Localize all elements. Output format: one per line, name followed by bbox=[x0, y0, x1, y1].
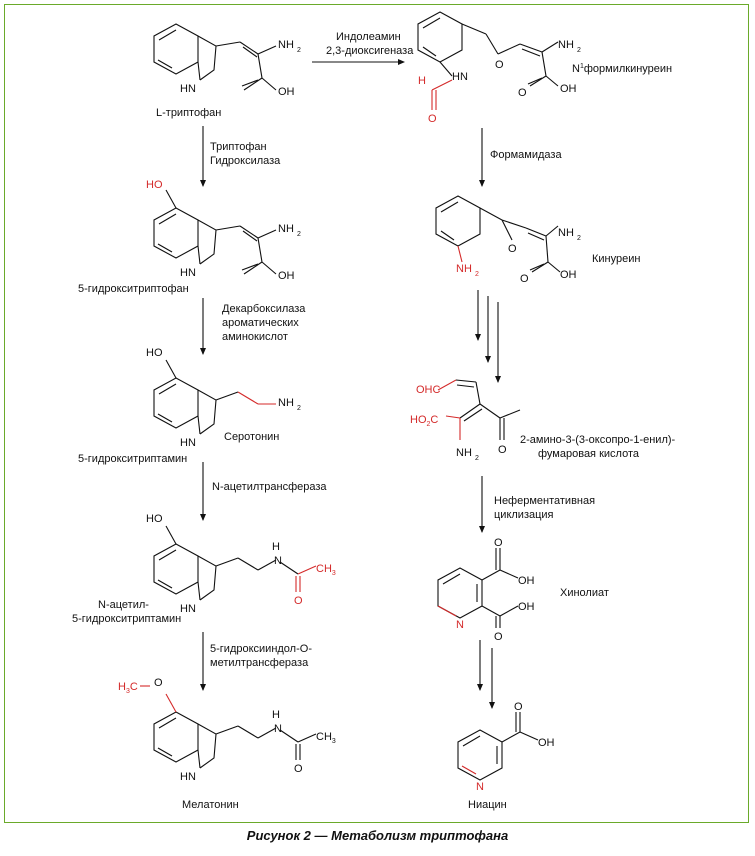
atom-label: O bbox=[518, 87, 527, 99]
enzyme-aadc-line2: ароматических bbox=[222, 317, 299, 329]
atom-label: HN bbox=[452, 71, 468, 83]
atom-label: 2 bbox=[297, 47, 301, 54]
compound-serotonin: Серотонин bbox=[224, 431, 279, 443]
quinolinate-structure bbox=[437, 548, 519, 628]
enzyme-aadc-line1: Декарбоксилаза bbox=[222, 303, 306, 315]
enzyme-hiomt-line1: 5-гидроксииндол-О- bbox=[210, 643, 312, 655]
enzyme-formamidase: Формамидаза bbox=[490, 149, 562, 161]
atom-label: HO bbox=[146, 179, 163, 191]
atom-label: OH bbox=[518, 601, 535, 613]
atom-label: O bbox=[428, 113, 437, 125]
compound-n-acetyl-line2: 5-гидрокситриптамин bbox=[72, 613, 181, 625]
atom-label: OHC bbox=[416, 384, 441, 396]
compound-acmsa-line1: 2-амино-3-(3-оксопро-1-енил)- bbox=[520, 434, 676, 446]
enzyme-noncat-line2: циклизация bbox=[494, 509, 554, 521]
atom-label: O bbox=[498, 444, 507, 456]
atom-label: OH bbox=[560, 269, 577, 281]
compound-quinolinate: Хинолиат bbox=[560, 587, 609, 599]
atom-label: 2 bbox=[297, 231, 301, 238]
serotonin-structure bbox=[153, 359, 276, 435]
atom-label: H bbox=[418, 75, 426, 87]
atom-label: O bbox=[508, 243, 517, 255]
atom-label: 2 bbox=[297, 405, 301, 412]
atom-label: H bbox=[272, 709, 280, 721]
atom-label: OH bbox=[560, 83, 577, 95]
atom-label: O bbox=[494, 631, 503, 643]
atom-label: NH bbox=[558, 39, 574, 51]
atom-label: NH bbox=[278, 397, 294, 409]
atom-label: NH bbox=[456, 263, 472, 275]
atom-label: NH bbox=[456, 447, 472, 459]
atom-label: N bbox=[274, 555, 282, 567]
atom-label: NH bbox=[278, 223, 294, 235]
n-formylkynurenine-structure bbox=[417, 11, 559, 110]
atom-label: H bbox=[272, 541, 280, 553]
l-tryptophan-structure bbox=[153, 23, 277, 91]
atom-label: CH3 bbox=[316, 563, 336, 577]
compound-niacin: Ниацин bbox=[468, 799, 507, 811]
atom-label: 2 bbox=[577, 47, 581, 54]
atom-label: 2 bbox=[475, 455, 479, 462]
figure-caption: Рисунок 2 — Метаболизм триптофана bbox=[246, 828, 509, 843]
acmsa-structure bbox=[437, 379, 521, 440]
compound-melatonin: Мелатонин bbox=[182, 799, 239, 811]
atom-label: OH bbox=[518, 575, 535, 587]
atom-label: OH bbox=[278, 86, 295, 98]
atom-label: HN bbox=[180, 771, 196, 783]
enzyme-aadc-line3: аминокислот bbox=[222, 331, 288, 343]
atom-label: 2 bbox=[475, 271, 479, 278]
atom-label: OH bbox=[538, 737, 555, 749]
compound-n-formylkynurenine: N1формилкинуреин bbox=[572, 63, 672, 75]
atom-label: NH bbox=[558, 227, 574, 239]
atom-label: HN bbox=[180, 267, 196, 279]
n-acetylserotonin-structure bbox=[153, 525, 317, 601]
niacin-structure bbox=[457, 712, 539, 781]
compound-n-acetyl-line1: N-ацетил- bbox=[98, 599, 149, 611]
kynurenine-structure bbox=[435, 195, 561, 273]
enzyme-hiomt-line2: метилтрансфераза bbox=[210, 657, 309, 669]
melatonin-structure bbox=[140, 685, 317, 769]
enzyme-tph-line1: Триптофан bbox=[210, 141, 267, 153]
atom-label: HO bbox=[146, 347, 163, 359]
atom-label: HN bbox=[180, 603, 196, 615]
atom-label: O bbox=[495, 59, 504, 71]
compound-5-hydroxytryptamine: 5-гидрокситриптамин bbox=[78, 453, 187, 465]
atom-label: OH bbox=[278, 270, 295, 282]
atom-label: O bbox=[514, 701, 523, 713]
atom-label: O bbox=[520, 273, 529, 285]
atom-label: HO2C bbox=[410, 414, 438, 428]
enzyme-ido-line2: 2,3-диоксигеназа bbox=[326, 45, 414, 57]
compound-acmsa-line2: фумаровая кислота bbox=[538, 448, 640, 460]
compound-l-tryptophan: L-триптофан bbox=[156, 107, 221, 119]
compound-5-hydroxytryptophan: 5-гидрокситриптофан bbox=[78, 283, 189, 295]
atom-label: N bbox=[456, 619, 464, 631]
atom-label: NH bbox=[278, 39, 294, 51]
atom-label: O bbox=[494, 537, 503, 549]
atom-label: N bbox=[274, 723, 282, 735]
5-hydroxytryptophan-structure bbox=[153, 189, 277, 275]
atom-label: HN bbox=[180, 437, 196, 449]
enzyme-noncat-line1: Неферментативная bbox=[494, 495, 595, 507]
atom-label: CH3 bbox=[316, 731, 336, 745]
atom-label: 2 bbox=[577, 235, 581, 242]
enzyme-tph-line2: Гидроксилаза bbox=[210, 155, 281, 167]
compound-kynurenine: Кинуреин bbox=[592, 253, 640, 265]
atom-label: N bbox=[476, 781, 484, 793]
enzyme-nat: N-ацетилтрансфераза bbox=[212, 481, 327, 493]
atom-label: O bbox=[294, 763, 303, 775]
atom-label: HO bbox=[146, 513, 163, 525]
atom-label: H3C bbox=[118, 681, 138, 695]
atom-label: O bbox=[294, 595, 303, 607]
figure-frame bbox=[4, 4, 749, 823]
enzyme-ido-line1: Индолеамин bbox=[336, 31, 401, 43]
atom-label: O bbox=[154, 677, 163, 689]
atom-label: HN bbox=[180, 83, 196, 95]
